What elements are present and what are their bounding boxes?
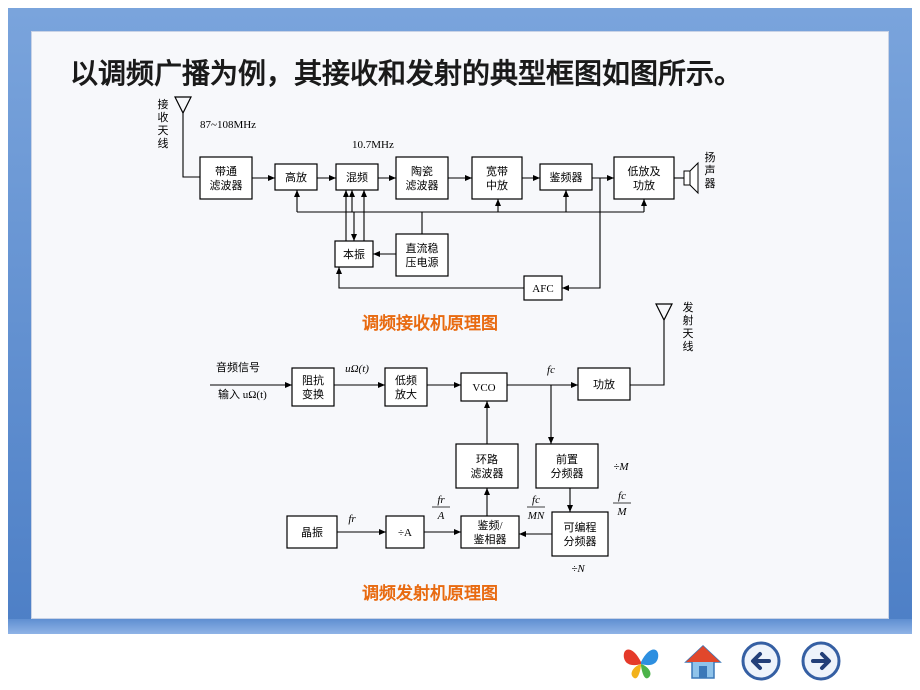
freq-range-label: 87~108MHz: [200, 119, 256, 131]
crystal-osc-block-label: 晶振: [301, 525, 323, 539]
slide-frame: [8, 8, 912, 634]
lowfreq-amp-block: [384, 367, 428, 407]
regulator-block: [395, 233, 449, 277]
prescaler-block-label: 分频器: [551, 466, 584, 480]
wideband-if-amp-block-label: 宽带: [486, 164, 508, 178]
afc-block: [523, 275, 563, 301]
divide-n-label: ÷N: [571, 563, 585, 575]
vco-block: [460, 372, 508, 402]
loop-filter-block: [455, 443, 519, 489]
fr-over-a-label-denominator: A: [437, 510, 445, 522]
audio-amp-block: [613, 156, 675, 200]
transmit-antenna-label: 射: [683, 313, 694, 327]
programmable-divider-block-label: 分频器: [564, 534, 597, 548]
speaker-icon: [683, 170, 691, 186]
butterfly-icon[interactable]: [620, 640, 662, 682]
mixer-block: [335, 163, 379, 191]
programmable-divider-block-label: 可编程: [564, 520, 597, 534]
local-oscillator-block-label: 本振: [343, 247, 365, 261]
divide-a-block: [385, 515, 425, 549]
bandpass-filter-block: [199, 156, 253, 200]
regulator-block-label: 压电源: [406, 255, 439, 269]
impedance-converter-block-label: 阻抗: [302, 373, 324, 387]
prescaler-block-label: 前置: [556, 452, 578, 466]
speaker-cone-icon: [689, 161, 699, 195]
loop-filter-block-label: 环路: [476, 453, 498, 466]
lowfreq-amp-block-label: 低频: [395, 373, 417, 387]
fc-over-mn-label-numerator: fc: [532, 494, 540, 506]
audio-amp-block-label: 功放: [633, 178, 655, 192]
prescaler-block: [535, 443, 599, 489]
rf-amp-block: [274, 163, 318, 191]
back-arrow-icon[interactable]: [740, 640, 782, 682]
programmable-divider-block: [551, 511, 609, 557]
forward-arrow-icon[interactable]: [800, 640, 842, 682]
navigation-bar: [620, 640, 850, 686]
speaker-label: 扬: [705, 150, 716, 164]
slide-title: 以调频广播为例，其接收和发射的典型框图如图所示。: [70, 57, 743, 90]
transmit-antenna-icon: [655, 303, 673, 322]
wideband-if-amp-block: [471, 156, 523, 200]
divide-a-block-label: ÷A: [398, 527, 412, 539]
receive-antenna-icon: [174, 96, 192, 115]
transmit-antenna-label: 发: [683, 300, 694, 314]
phase-detector-block: [460, 515, 520, 549]
antenna-feed-tx-line: [630, 320, 665, 386]
afc-block-label: AFC: [532, 283, 553, 295]
phase-detector-block-label: 鉴相器: [474, 533, 507, 546]
fr-over-a-label-numerator: fr: [437, 494, 445, 506]
audio-amp-block-label: 低放及: [628, 164, 661, 178]
regulator-block-label: 直流稳: [406, 241, 439, 255]
afc-feedback-line: [562, 178, 601, 291]
speaker-label: 声: [705, 163, 716, 177]
receiver-caption: 调频接收机原理图: [362, 313, 498, 334]
transmit-antenna-label: 线: [683, 339, 694, 353]
ceramic-filter-block: [395, 156, 449, 200]
ceramic-filter-block-label: 陶瓷: [411, 164, 433, 178]
audio-input-label: 音频信号: [216, 360, 260, 374]
receive-antenna-label: 线: [158, 136, 169, 150]
fc-over-mn-label-denominator: MN: [527, 510, 545, 522]
fc-over-m-label-denominator: M: [616, 506, 627, 518]
discriminator-block-label: 鉴频器: [550, 170, 583, 184]
rf-amp-block-label: 高放: [285, 170, 307, 184]
wideband-if-amp-block-label: 中放: [486, 178, 508, 192]
reference-freq-label: fr: [348, 513, 356, 525]
transmitter-caption: 调频发射机原理图: [362, 583, 498, 604]
afc-output-line: [336, 267, 524, 289]
bandpass-filter-block-label: 滤波器: [210, 179, 243, 192]
audio-input-symbol-label: 输入 uΩ(t): [218, 387, 267, 401]
power-amp-block: [577, 367, 631, 401]
fc-over-m-label-numerator: fc: [618, 490, 626, 502]
receive-antenna-label: 接: [158, 98, 169, 111]
divide-m-label: ÷M: [613, 461, 629, 473]
mixer-block-label: 混频: [346, 170, 368, 184]
slide-content-area: [31, 31, 889, 619]
slide-bottom-bar: [8, 619, 912, 634]
receive-antenna-label: 收: [158, 110, 169, 124]
home-icon[interactable]: [682, 640, 724, 682]
if-freq-label: 10.7MHz: [352, 139, 394, 151]
carrier-freq-label: fc: [547, 364, 555, 376]
loop-filter-block-label: 滤波器: [471, 467, 504, 480]
impedance-converter-block-label: 变换: [302, 387, 324, 401]
vco-block-label: VCO: [472, 382, 495, 394]
impedance-converter-block: [291, 367, 335, 407]
lowfreq-amp-block-label: 放大: [395, 387, 417, 401]
transmit-antenna-label: 天: [683, 328, 694, 340]
antenna-feed-line: [182, 113, 200, 178]
bandpass-filter-block-label: 带通: [215, 165, 237, 178]
modulating-signal-label: uΩ(t): [345, 363, 369, 375]
receive-antenna-label: 天: [158, 125, 169, 137]
phase-detector-block-label: 鉴频/: [477, 518, 503, 532]
ceramic-filter-block-label: 滤波器: [406, 179, 439, 192]
speaker-label: 器: [705, 177, 716, 190]
power-amp-block-label: 功放: [593, 377, 615, 391]
